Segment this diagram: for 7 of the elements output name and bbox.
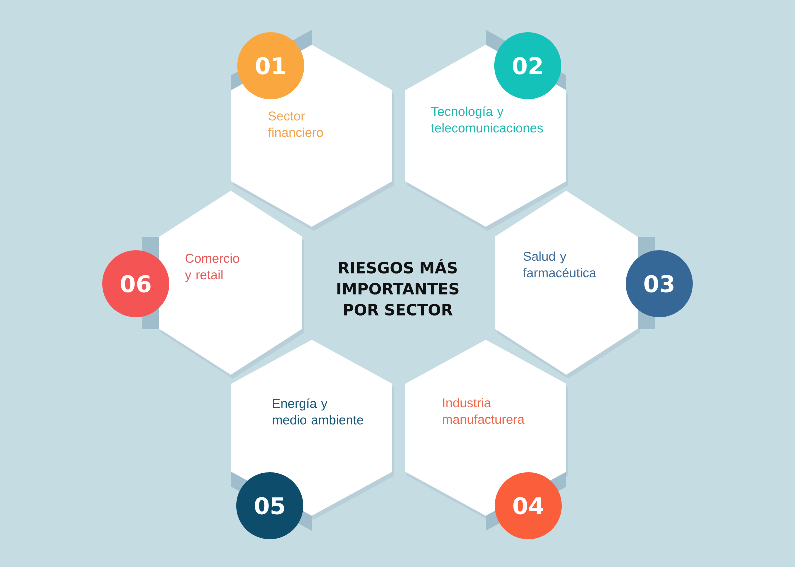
number-badge: 06 xyxy=(102,250,170,318)
number-badge: 03 xyxy=(626,250,693,318)
number-badge: 04 xyxy=(495,472,562,540)
number-badge: 01 xyxy=(238,32,304,100)
number-badge: 05 xyxy=(236,472,304,540)
number-badge: 02 xyxy=(494,32,562,100)
title: RIESGOS MÁS IMPORTANTES POR SECTOR xyxy=(338,259,459,316)
